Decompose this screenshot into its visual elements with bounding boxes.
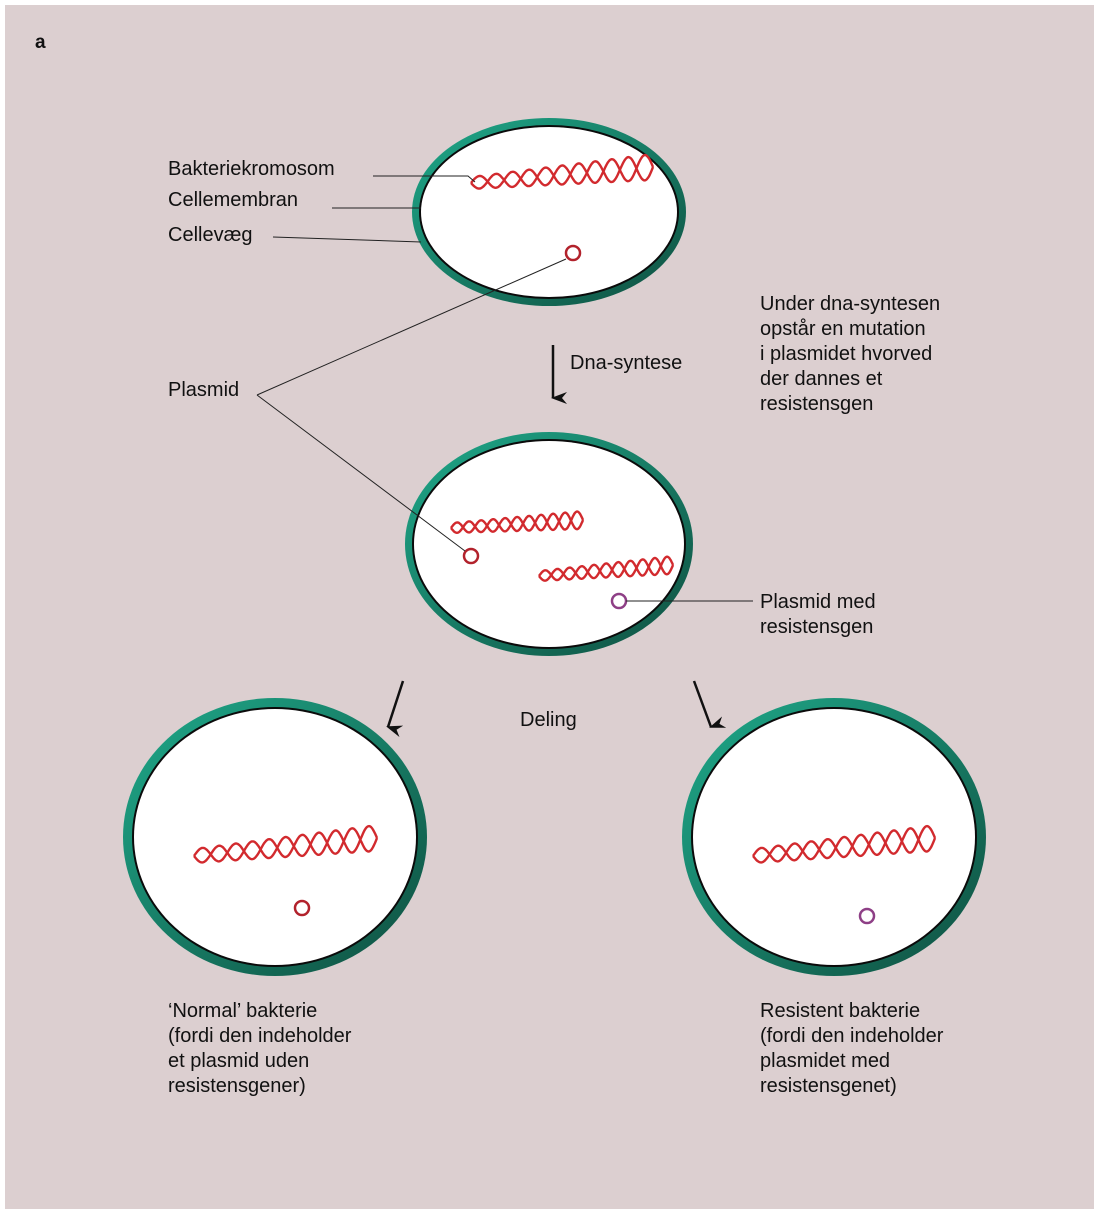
cytoplasm <box>421 127 677 297</box>
cell-normal-daughter <box>123 698 427 976</box>
cytoplasm <box>693 709 975 965</box>
label-plasmid-resistant: Plasmid med resistensgen <box>760 591 876 638</box>
cytoplasm <box>414 441 684 647</box>
step-dna-synthesis: Dna-syntese <box>570 352 683 374</box>
chromosome-original <box>470 153 655 190</box>
plasmid-resistant-daughter <box>858 907 876 925</box>
caption-resistant: Resistent bakterie (fordi den indeholder… <box>760 1000 944 1097</box>
dna-strand <box>193 824 379 863</box>
plasmid-normal-daughter <box>293 899 311 917</box>
diagram-canvas <box>123 118 986 976</box>
dna-strand <box>538 555 675 582</box>
cell-original <box>412 118 686 306</box>
cytoplasm <box>134 709 416 965</box>
leader-plasmid-bottom <box>256 394 466 552</box>
step-division: Deling <box>520 709 577 731</box>
label-chromosome: Bakteriekromosom <box>168 158 335 180</box>
label-plasmid: Plasmid <box>168 379 240 401</box>
leader-plasmid-top <box>256 258 567 396</box>
dna-strand <box>752 824 937 863</box>
arrow-division-left <box>386 680 405 738</box>
dna-strand <box>450 510 585 534</box>
chromosomes <box>193 153 937 864</box>
caption-normal: ‘Normal’ bakterie (fordi den indeholder … <box>168 1000 352 1097</box>
dna-strand <box>538 556 675 582</box>
diagram-panel: a Bakteriekromosom Cellemembran Cellevæg… <box>5 5 1094 1209</box>
chromosome-resistant-daughter <box>752 824 937 864</box>
dna-strand <box>470 153 655 189</box>
leader-chromosome <box>373 175 476 183</box>
chromosome-normal-daughter <box>193 824 379 864</box>
plasmid-original <box>564 244 582 262</box>
dna-strand <box>193 827 379 864</box>
note-mutation: Under dna-syntesen opstår en mutation i … <box>760 293 941 415</box>
chromosome-copy-2 <box>538 555 675 582</box>
label-cell-wall: Cellevæg <box>168 224 253 246</box>
cell-dividing <box>405 432 693 656</box>
cell-resistant-daughter <box>682 698 986 976</box>
arrow-division-right <box>692 680 727 728</box>
plasmid-copy <box>462 547 480 565</box>
dna-strand <box>752 827 937 864</box>
dna-strand <box>470 155 655 190</box>
leader-cell-wall <box>272 236 422 243</box>
dna-strand <box>450 511 585 534</box>
panel-letter: a <box>35 32 46 53</box>
label-cell-membrane: Cellemembran <box>168 189 299 211</box>
chromosome-copy-1 <box>450 510 585 534</box>
